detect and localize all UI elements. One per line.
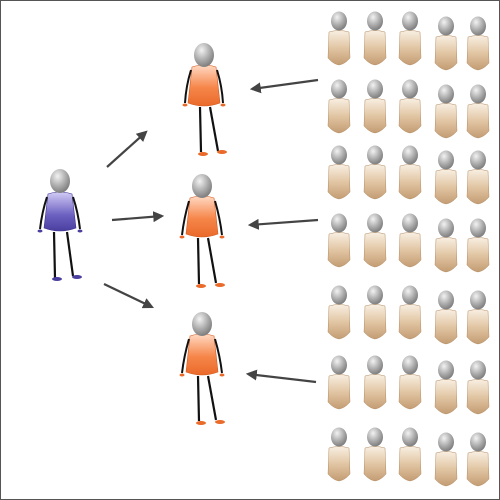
person-silhouette-icon [398, 11, 422, 66]
person-silhouette-icon [363, 213, 387, 268]
person-silhouette-icon [363, 285, 387, 340]
person-silhouette-icon [327, 427, 351, 482]
person-silhouette-icon [434, 360, 458, 415]
person-silhouette-icon [434, 16, 458, 71]
person-silhouette-icon [466, 150, 490, 205]
person-silhouette-icon [398, 145, 422, 200]
crowd-grid [327, 11, 490, 487]
person-silhouette-icon [363, 427, 387, 482]
person-silhouette-icon [466, 360, 490, 415]
person-figure-icon [37, 169, 83, 281]
team-lead-figure-1 [182, 43, 227, 156]
person-silhouette-icon [327, 145, 351, 200]
arrow-icon [106, 130, 148, 168]
person-silhouette-icon [398, 427, 422, 482]
arrow-icon [247, 218, 319, 230]
arrow-icon [111, 211, 165, 223]
team-lead-figure-2 [179, 174, 225, 288]
crowd-arrows [245, 78, 319, 384]
arrow-icon [103, 283, 154, 309]
person-silhouette-icon [466, 218, 490, 273]
person-silhouette-icon [327, 213, 351, 268]
team-lead-figure-3 [179, 312, 225, 425]
person-silhouette-icon [434, 150, 458, 205]
person-silhouette-icon [434, 290, 458, 345]
person-silhouette-icon [434, 432, 458, 487]
person-silhouette-icon [327, 79, 351, 134]
person-silhouette-icon [466, 290, 490, 345]
person-silhouette-icon [363, 11, 387, 66]
person-figure-icon [179, 312, 225, 425]
person-silhouette-icon [327, 355, 351, 410]
person-silhouette-icon [398, 355, 422, 410]
person-silhouette-icon [466, 84, 490, 139]
person-silhouette-icon [327, 285, 351, 340]
person-silhouette-icon [398, 79, 422, 134]
arrow-icon [249, 78, 319, 94]
person-silhouette-icon [398, 285, 422, 340]
manager-arrows [103, 130, 165, 309]
person-silhouette-icon [327, 11, 351, 66]
person-figure-icon [179, 174, 225, 288]
person-silhouette-icon [466, 432, 490, 487]
person-silhouette-icon [363, 79, 387, 134]
person-silhouette-icon [363, 355, 387, 410]
person-silhouette-icon [434, 218, 458, 273]
person-silhouette-icon [434, 84, 458, 139]
person-silhouette-icon [466, 16, 490, 71]
person-silhouette-icon [363, 145, 387, 200]
arrow-icon [245, 369, 317, 384]
manager-figure [37, 169, 83, 281]
person-figure-icon [182, 43, 227, 156]
person-silhouette-icon [398, 213, 422, 268]
